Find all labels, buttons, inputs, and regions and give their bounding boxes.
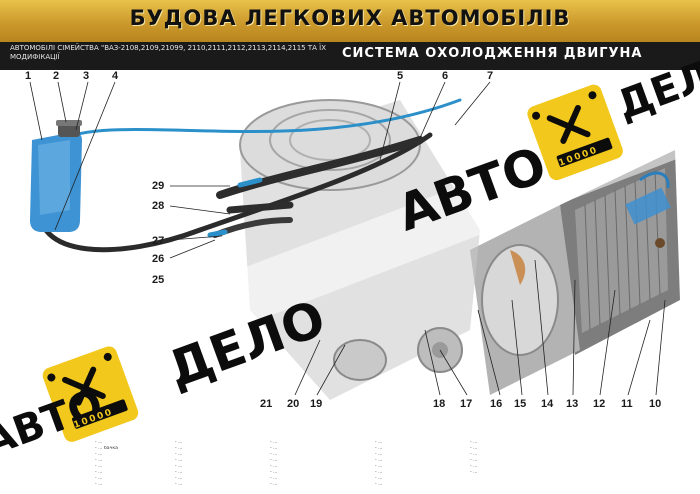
legend-item: - ... — [175, 476, 183, 481]
legend-item: - ... — [375, 470, 383, 475]
callout-27: 27 — [152, 235, 165, 247]
callout-20: 20 — [287, 398, 300, 410]
legend-item: - ... — [175, 470, 183, 475]
callout-11: 11 — [621, 398, 633, 410]
callout-14: 14 — [541, 398, 554, 410]
legend-item: - ... — [470, 458, 478, 463]
legend-item: - ... — [270, 476, 278, 481]
callout-1: 1 — [25, 70, 32, 82]
legend-item: - ... — [175, 452, 183, 457]
callout-5: 5 — [397, 70, 404, 82]
legend-item: - ... — [375, 452, 383, 457]
legend-item: - ... — [375, 482, 383, 487]
legend-item: - ... — [470, 440, 478, 445]
watermark-badge-bottom — [42, 346, 139, 442]
callout-16: 16 — [490, 398, 503, 410]
legend-item: - ... — [95, 452, 103, 457]
legend-column-2: - ... - ... - ... - ... - ... - ... - ..… — [175, 440, 275, 488]
legend-item: - ... — [270, 452, 278, 457]
callout-12: 12 — [593, 398, 606, 410]
legend-item: - ... — [95, 476, 103, 481]
fan-shroud — [470, 205, 580, 395]
callout-10: 10 — [649, 398, 662, 410]
legend-item: - ... — [470, 446, 478, 451]
callout-19: 19 — [310, 398, 323, 410]
legend-item: - ... — [95, 470, 103, 475]
legend-item: - ... — [270, 458, 278, 463]
legend-item: - ... — [95, 458, 103, 463]
coolant-hoses — [36, 98, 462, 253]
callout-28: 28 — [152, 200, 165, 212]
legend-item: - ... — [270, 482, 278, 487]
subtitle-bar — [0, 42, 700, 70]
legend-item: - ... — [375, 458, 383, 463]
legend-item: - ... — [270, 470, 278, 475]
legend-column-3: - ... - ... - ... - ... - ... - ... - ..… — [270, 440, 370, 488]
callout-6: 6 — [442, 70, 449, 82]
legend-item: - ... — [375, 446, 383, 451]
legend-item: - ... — [95, 464, 103, 469]
callout-29: 29 — [152, 180, 165, 192]
legend-item: - ... — [175, 464, 183, 469]
callout-2: 2 — [53, 70, 60, 82]
legend-item: - ... — [375, 464, 383, 469]
legend-item: - ... — [95, 482, 103, 487]
watermark-badge-top — [527, 84, 623, 181]
legend-item: - ... — [470, 464, 478, 469]
legend-item: - ... — [375, 440, 383, 445]
callout-26: 26 — [152, 253, 165, 265]
legend-item: - ... — [95, 440, 103, 445]
callout-leaders — [29, 81, 666, 396]
legend-item: - ... — [175, 458, 183, 463]
vehicle-family-text: АВТОМОБІЛІ СІМЕЙСТВА "ВАЗ-2108,2109,2109… — [10, 44, 326, 61]
callout-21: 21 — [260, 398, 273, 410]
legend-column-5: - ... - ... - ... - ... - ... - ... — [470, 440, 570, 476]
legend-item: - ... — [470, 452, 478, 457]
legend-item: - ... — [375, 476, 383, 481]
callout-17: 17 — [460, 398, 473, 410]
callout-3: 3 — [83, 70, 90, 82]
legend-item: - ... — [270, 446, 278, 451]
legend-column-1: - ... - ... бачка - ... - ... - ... - ..… — [95, 440, 195, 488]
callout-25: 25 — [152, 274, 165, 286]
callout-13: 13 — [566, 398, 579, 410]
expansion-tank — [30, 120, 82, 232]
system-title: СИСТЕМА ОХОЛОДЖЕННЯ ДВИГУНА — [342, 46, 643, 61]
watermark-band — [0, 95, 700, 420]
title-banner — [0, 0, 700, 42]
legend-item: - ... — [270, 440, 278, 445]
legend-item: - ... — [175, 440, 183, 445]
radiator — [560, 150, 680, 355]
legend-item: - ... — [175, 446, 183, 451]
legend-column-4: - ... - ... - ... - ... - ... - ... - ..… — [375, 440, 475, 488]
callout-15: 15 — [514, 398, 527, 410]
callout-18: 18 — [433, 398, 446, 410]
legend-item: - ... бачка — [95, 446, 118, 451]
legend-item: - ... — [470, 470, 478, 475]
legend-item: - ... — [175, 482, 183, 487]
legend-item: - ... — [270, 464, 278, 469]
poster-title: БУДОВА ЛЕГКОВИХ АВТОМОБІЛІВ — [129, 6, 571, 30]
callout-4: 4 — [112, 70, 119, 82]
callout-7: 7 — [487, 70, 494, 82]
